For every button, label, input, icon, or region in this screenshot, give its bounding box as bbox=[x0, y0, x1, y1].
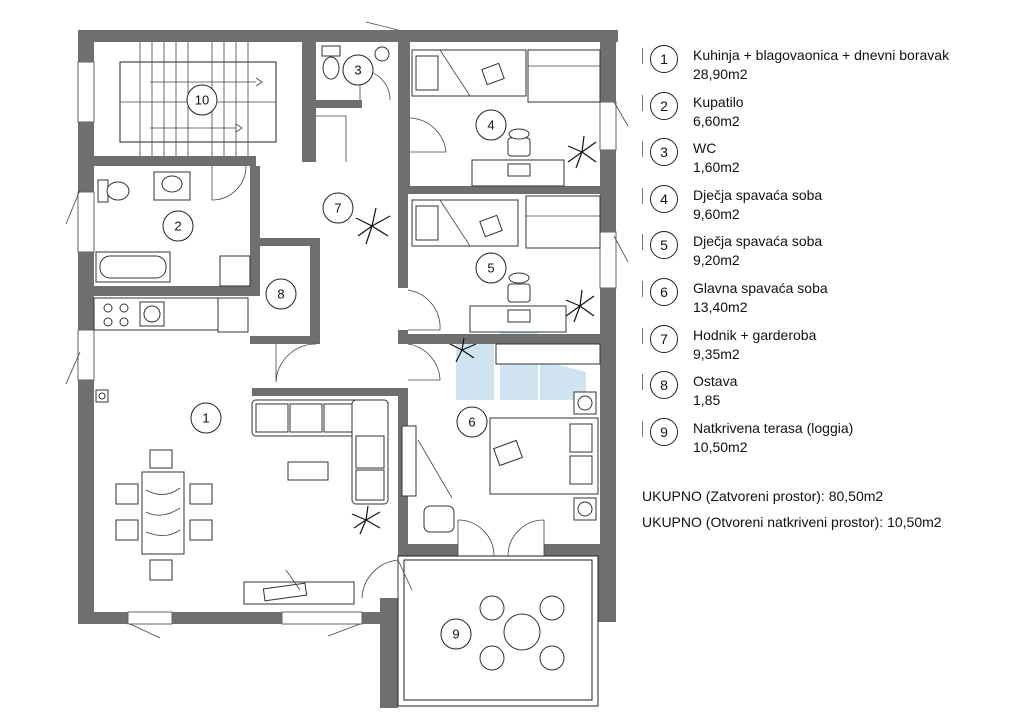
legend-room-name: Kupatilo bbox=[693, 93, 744, 110]
legend-number: 3 bbox=[650, 138, 678, 167]
bedroom-5-furniture bbox=[411, 195, 601, 333]
legend-item: 3 WC 1,60m2 bbox=[640, 137, 1020, 184]
legend-divider bbox=[642, 48, 643, 64]
room-legend: 1 Kuhinja + blagovaonica + dnevni boravak… bbox=[640, 44, 1020, 463]
doors bbox=[211, 69, 545, 599]
legend-divider bbox=[642, 94, 643, 111]
legend-number: 2 bbox=[650, 91, 678, 120]
legend-item: 7 Hodnik + garderoba 9,35m2 bbox=[640, 324, 1020, 371]
loggia-furniture bbox=[479, 595, 565, 671]
room-label-7: 7 bbox=[334, 201, 341, 216]
legend-number: 4 bbox=[650, 184, 678, 213]
sofa bbox=[251, 399, 389, 505]
legend-number: 6 bbox=[650, 277, 678, 306]
legend-item: 9 Natkrivena terasa (loggia) 10,50m2 bbox=[640, 417, 1020, 464]
total-closed: UKUPNO (Zatvoreni prostor): 80,50m2 bbox=[642, 488, 884, 504]
bathroom-fixtures bbox=[95, 171, 251, 287]
room-label-9: 9 bbox=[452, 627, 459, 642]
legend-room-name: Dječja spavaća soba bbox=[693, 186, 823, 203]
windows bbox=[65, 21, 629, 639]
room-labels: 10 3 2 7 4 5 8 1 6 9 bbox=[162, 54, 507, 650]
total-open: UKUPNO (Otvoreni natkriveni prostor): 10… bbox=[642, 514, 942, 530]
legend-number: 5 bbox=[650, 231, 678, 260]
room-label-8: 8 bbox=[277, 287, 284, 302]
legend-divider bbox=[642, 327, 643, 344]
legend-room-name: WC bbox=[693, 140, 717, 157]
legend-room-name: Hodnik + garderoba bbox=[693, 326, 817, 343]
legend-divider bbox=[642, 280, 643, 297]
plants bbox=[351, 135, 597, 535]
legend-item: 1 Kuhinja + blagovaonica + dnevni boravak… bbox=[640, 44, 1020, 91]
legend-item: 5 Dječja spavaća soba 9,20m2 bbox=[640, 230, 1020, 277]
legend-room-area: 6,60m2 bbox=[693, 112, 740, 129]
legend-room-area: 28,90m2 bbox=[693, 66, 748, 82]
room-label-1: 1 bbox=[202, 411, 209, 426]
room-label-2: 2 bbox=[174, 219, 181, 234]
legend-room-area: 9,20m2 bbox=[693, 252, 740, 269]
legend-room-name: Kuhinja + blagovaonica + dnevni boravak bbox=[693, 47, 950, 63]
area-totals: UKUPNO (Zatvoreni prostor): 80,50m2 UKUP… bbox=[642, 488, 942, 540]
legend-divider bbox=[642, 234, 643, 251]
room-label-10: 10 bbox=[195, 93, 209, 108]
desk-living bbox=[243, 569, 355, 605]
legend-room-area: 1,60m2 bbox=[693, 159, 740, 176]
legend-room-area: 13,40m2 bbox=[693, 298, 748, 315]
legend-number: 7 bbox=[650, 324, 678, 353]
legend-room-area: 9,35m2 bbox=[693, 345, 740, 362]
legend-divider bbox=[642, 141, 643, 158]
bedroom-6-furniture bbox=[401, 343, 601, 533]
legend-item: 6 Glavna spavaća soba 13,40m2 bbox=[640, 277, 1020, 324]
legend-number: 9 bbox=[650, 417, 678, 446]
legend-number: 8 bbox=[650, 371, 678, 400]
legend-divider bbox=[642, 374, 643, 391]
legend-room-name: Ostava bbox=[693, 373, 738, 390]
legend-item: 4 Dječja spavaća soba 9,60m2 bbox=[640, 184, 1020, 231]
legend-room-area: 10,50m2 bbox=[693, 438, 748, 455]
legend-item: 8 Ostava 1,85 bbox=[640, 370, 1020, 417]
loggia-railing bbox=[397, 555, 599, 707]
room-label-6: 6 bbox=[468, 415, 475, 430]
room-label-3: 3 bbox=[354, 63, 361, 78]
legend-divider bbox=[642, 187, 643, 204]
wc-fixtures bbox=[321, 45, 390, 80]
room-label-5: 5 bbox=[487, 261, 494, 276]
legend-room-area: 9,60m2 bbox=[693, 205, 740, 222]
legend-divider bbox=[642, 420, 643, 437]
dining-set bbox=[115, 449, 213, 581]
bedroom-4-furniture bbox=[411, 49, 601, 187]
legend-room-name: Natkrivena terasa (loggia) bbox=[693, 419, 854, 436]
legend-room-name: Dječja spavaća soba bbox=[693, 233, 823, 250]
legend-room-area: 1,85 bbox=[693, 392, 721, 409]
legend-number: 1 bbox=[650, 45, 678, 73]
legend-item: 2 Kupatilo 6,60m2 bbox=[640, 91, 1020, 138]
legend-room-name: Glavna spavaća soba bbox=[693, 279, 828, 296]
room-label-4: 4 bbox=[487, 118, 494, 133]
kitchen-counter bbox=[93, 297, 249, 403]
walls bbox=[78, 30, 618, 708]
